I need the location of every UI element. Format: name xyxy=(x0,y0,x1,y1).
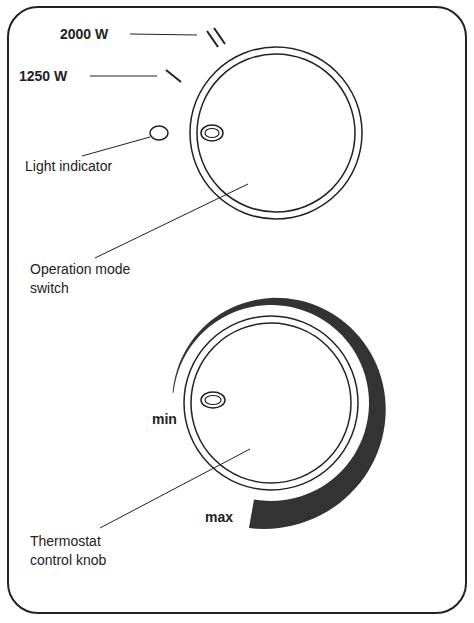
setting-mark xyxy=(207,31,218,47)
leader-line xyxy=(100,449,250,528)
thermostat-knob-outer xyxy=(184,316,358,490)
scale-label: min xyxy=(152,410,177,429)
panel-border xyxy=(8,7,466,613)
leader-line xyxy=(130,34,197,35)
leader-line xyxy=(90,76,157,77)
light-indicator xyxy=(150,126,168,140)
part-name: Thermostat control knob xyxy=(30,532,130,570)
thermostat-knob-inner xyxy=(191,323,351,483)
knob-marker-inner xyxy=(205,129,219,138)
setting-mark xyxy=(166,70,181,82)
leader-line xyxy=(95,184,248,258)
scale-label: max xyxy=(205,508,233,527)
power-setting: 1250 W xyxy=(19,67,67,86)
knob-marker xyxy=(201,392,225,408)
temperature-scale xyxy=(173,298,386,529)
knob-marker-inner xyxy=(205,396,221,405)
part-name: Light indicator xyxy=(25,157,112,176)
power-setting: 2000 W xyxy=(60,25,108,44)
leader-line xyxy=(82,137,150,156)
part-name: Operation mode switch xyxy=(30,260,155,298)
setting-mark xyxy=(214,28,225,44)
knob-marker xyxy=(201,125,223,141)
mode-knob-inner xyxy=(197,54,355,212)
mode-knob-outer xyxy=(190,47,362,219)
